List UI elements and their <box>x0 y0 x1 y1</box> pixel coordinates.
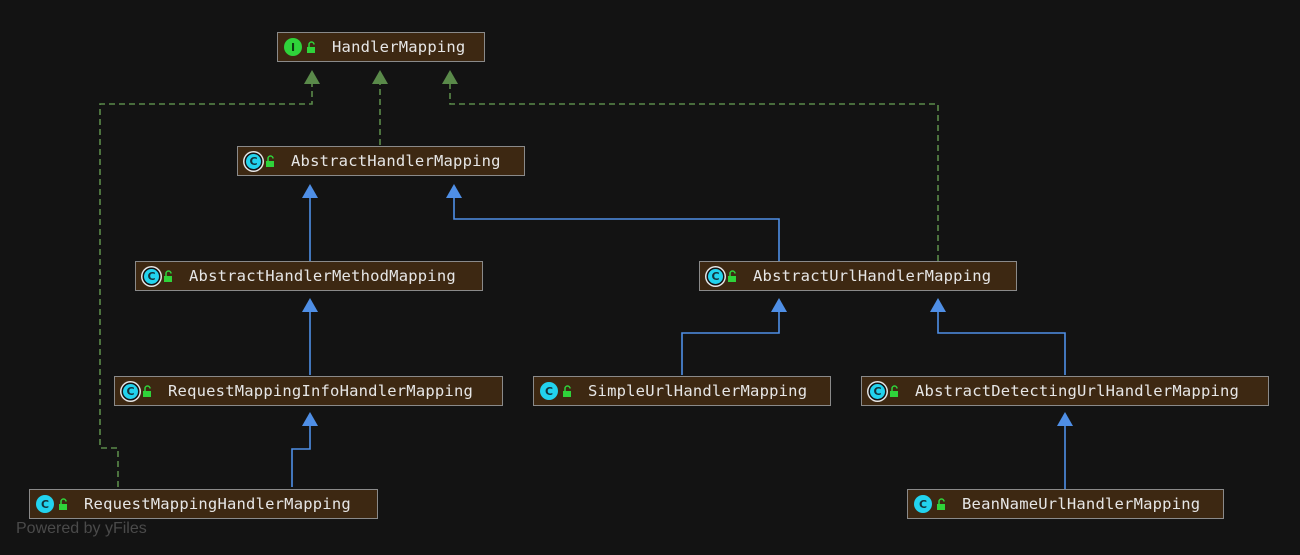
unlocked-icon <box>59 498 67 510</box>
unlocked-icon <box>728 270 736 282</box>
node-label: AbstractHandlerMethodMapping <box>189 267 456 285</box>
unlocked-icon <box>890 385 898 397</box>
edge-simple-url-handler-mapping-extends-abstract-url-handler-mapping <box>681 310 780 375</box>
node-abstract-url-handler-mapping[interactable]: C AbstractUrlHandlerMapping <box>699 261 1017 291</box>
interface-icon: I <box>284 38 302 56</box>
arrowhead-implements-2 <box>304 70 320 84</box>
node-label: SimpleUrlHandlerMapping <box>588 382 808 400</box>
arrowhead-extends-2 <box>446 184 462 198</box>
arrowhead-extends-3 <box>302 298 318 312</box>
node-label: RequestMappingHandlerMapping <box>84 495 351 513</box>
arrowhead-extends-4 <box>302 412 318 426</box>
node-abstract-handler-method-mapping[interactable]: C AbstractHandlerMethodMapping <box>135 261 483 291</box>
node-handler-mapping[interactable]: I HandlerMapping <box>277 32 485 62</box>
node-bean-name-url-handler-mapping[interactable]: C BeanNameUrlHandlerMapping <box>907 489 1224 519</box>
unlocked-icon <box>266 155 274 167</box>
class-icon: C <box>540 382 558 400</box>
arrowhead-implements-3 <box>442 70 458 84</box>
node-label: BeanNameUrlHandlerMapping <box>962 495 1201 513</box>
node-abstract-handler-mapping[interactable]: C AbstractHandlerMapping <box>237 146 525 176</box>
node-request-mapping-handler-mapping[interactable]: C RequestMappingHandlerMapping <box>29 489 378 519</box>
arrowhead-extends-6 <box>930 298 946 312</box>
unlocked-icon <box>143 385 151 397</box>
node-request-mapping-info-handler-mapping[interactable]: C RequestMappingInfoHandlerMapping <box>114 376 503 406</box>
abstract-class-icon: C <box>144 268 159 284</box>
edge-request-mapping-handler-mapping-implements-handler-mapping <box>99 82 313 487</box>
arrowhead-extends-1 <box>302 184 318 198</box>
node-label: RequestMappingInfoHandlerMapping <box>168 382 474 400</box>
arrowhead-extends-5 <box>771 298 787 312</box>
abstract-class-icon: C <box>870 383 885 399</box>
edge-abstract-url-handler-mapping-implements-handler-mapping <box>449 82 939 261</box>
node-simple-url-handler-mapping[interactable]: C SimpleUrlHandlerMapping <box>533 376 831 406</box>
node-label: AbstractDetectingUrlHandlerMapping <box>915 382 1240 400</box>
abstract-class-icon: C <box>123 383 138 399</box>
class-icon: C <box>36 495 54 513</box>
unlocked-icon <box>307 41 315 53</box>
node-label: AbstractUrlHandlerMapping <box>753 267 992 285</box>
abstract-class-icon: C <box>246 153 261 169</box>
class-icon: C <box>914 495 932 513</box>
node-label: HandlerMapping <box>332 38 466 56</box>
node-abstract-detecting-url-handler-mapping[interactable]: C AbstractDetectingUrlHandlerMapping <box>861 376 1269 406</box>
edge-abstract-detecting-url-handler-mapping-extends-abstract-url-handler-mapping <box>937 310 1066 375</box>
edge-abstract-url-handler-mapping-extends-abstract-handler-mapping <box>453 196 780 261</box>
edge-request-mapping-handler-mapping-extends-request-mapping-info-handler-mapping <box>291 424 311 487</box>
node-label: AbstractHandlerMapping <box>291 152 501 170</box>
unlocked-icon <box>563 385 571 397</box>
abstract-class-icon: C <box>708 268 723 284</box>
unlocked-icon <box>164 270 172 282</box>
arrowhead-implements-1 <box>372 70 388 84</box>
watermark: Powered by yFiles <box>16 520 147 537</box>
arrowhead-extends-7 <box>1057 412 1073 426</box>
unlocked-icon <box>937 498 945 510</box>
